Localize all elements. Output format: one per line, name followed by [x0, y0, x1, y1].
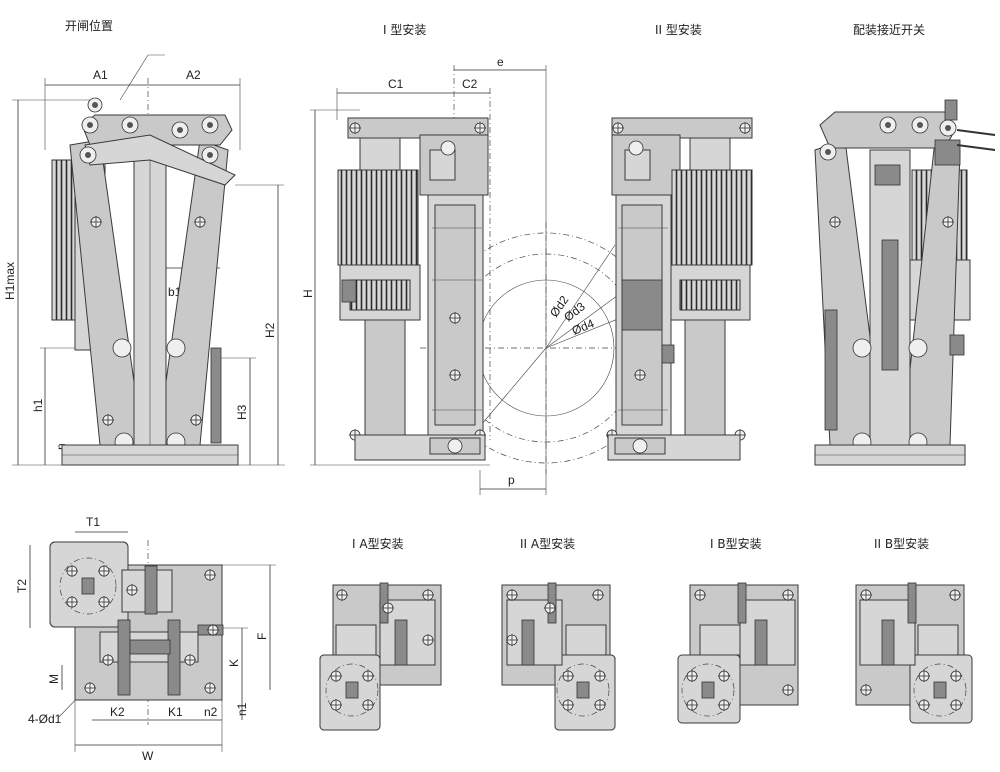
proximity-switch-view	[814, 99, 996, 466]
type1b-plan-view	[677, 582, 799, 724]
title-type2b-install: II B型安装	[874, 536, 929, 551]
dim-n: n	[54, 443, 68, 450]
title-type1a-install: I A型安装	[352, 536, 404, 551]
side-view-open-position: A1 A2 H1max h1 n H2 H3 A3 b1	[3, 54, 285, 466]
dim-e: e	[497, 55, 504, 69]
title-type2a-install: II A型安装	[520, 536, 575, 551]
title-type1b-install: I B型安装	[710, 536, 762, 551]
title-type2-install: II 型安装	[655, 22, 702, 37]
dim-F: F	[255, 633, 269, 640]
dim-C1: C1	[388, 77, 404, 91]
dim-H: H	[301, 289, 315, 298]
dim-h1: h1	[31, 398, 45, 412]
top-view-dimensions: T1 T2 F K M n1 K2 K1 n2 W 4-Ød1	[15, 515, 276, 763]
dim-K2: K2	[110, 705, 125, 719]
type1a-plan-view	[319, 582, 442, 731]
dim-p: p	[508, 473, 515, 487]
type2b-plan-view	[855, 582, 973, 724]
dim-T1: T1	[86, 515, 100, 529]
dim-C2: C2	[462, 77, 478, 91]
dim-H2: H2	[263, 322, 277, 338]
dim-K: K	[227, 659, 241, 667]
type2a-plan-view	[501, 582, 616, 731]
dim-n1: n1	[235, 702, 249, 716]
dim-A2: A2	[186, 68, 201, 82]
dim-n2: n2	[204, 705, 218, 719]
dim-A1: A1	[93, 68, 108, 82]
dim-M: M	[47, 674, 61, 684]
dim-H3: H3	[235, 404, 249, 420]
title-proximity-switch: 配装接近开关	[853, 22, 925, 37]
title-type1-install: I 型安装	[383, 22, 426, 37]
dim-K1: K1	[168, 705, 183, 719]
dim-T2: T2	[15, 579, 29, 593]
type1-install-view: C1 C2 e H b p Ød2 Ød3 Ød4	[301, 55, 672, 495]
title-open-position: 开闸位置	[65, 18, 113, 33]
dim-W: W	[142, 749, 154, 763]
type2-install-view	[605, 117, 753, 461]
dim-H1max: H1max	[3, 262, 17, 300]
dim-4-d1: 4-Ød1	[28, 712, 62, 726]
